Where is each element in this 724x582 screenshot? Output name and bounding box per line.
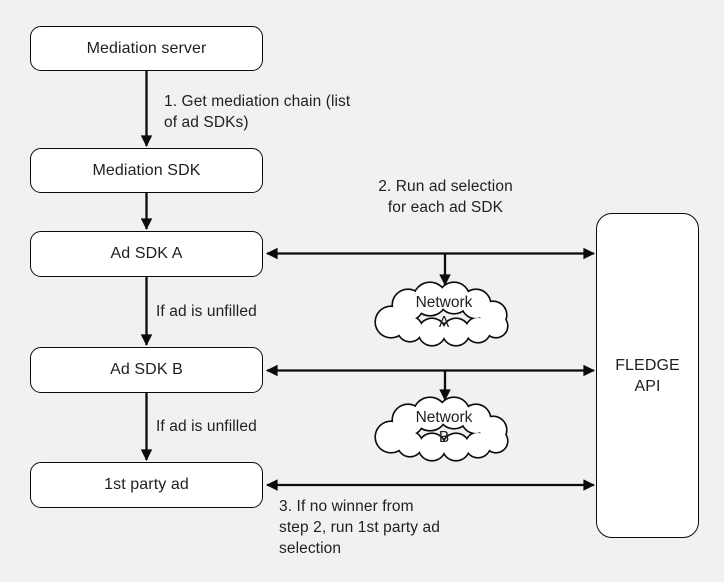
node-fledge-api-label-line1: FLEDGE (615, 356, 680, 374)
annotation-if-ad-unfilled-b: If ad is unfilled (156, 418, 257, 435)
annotation-step1-line2: of ad SDKs) (164, 114, 249, 131)
cloud-network-b-label-line1: Network (415, 409, 473, 426)
node-fledge-api: FLEDGE API (596, 213, 699, 538)
cloud-network-a-shape (374, 281, 509, 347)
cloud-network-b-label-line2: B (438, 429, 450, 446)
annotation-step3-line2: step 2, run 1st party ad (279, 519, 440, 536)
cloud-network-a-label: Network A (384, 293, 504, 333)
annotation-if-ad-unfilled-a: If ad is unfilled (156, 303, 257, 320)
cloud-network-b-shape (374, 396, 509, 462)
cloud-network-a-label-line1: Network (415, 294, 473, 311)
node-ad-sdk-a-label: Ad SDK A (110, 245, 183, 262)
node-mediation-server: Mediation server (30, 26, 263, 71)
node-ad-sdk-b: Ad SDK B (30, 347, 263, 393)
node-mediation-sdk: Mediation SDK (30, 148, 263, 193)
annotation-step3: 3. If no winner from step 2, run 1st par… (279, 496, 440, 559)
cloud-network-a-label-line2: A (438, 314, 450, 331)
node-fledge-api-label-line2: API (634, 377, 661, 395)
node-mediation-sdk-label: Mediation SDK (92, 161, 201, 179)
node-ad-sdk-b-label: Ad SDK B (110, 361, 183, 378)
annotation-step3-line3: selection (279, 540, 342, 557)
node-ad-sdk-a: Ad SDK A (30, 231, 263, 277)
annotation-step1: 1. Get mediation chain (list of ad SDKs) (164, 91, 350, 133)
annotation-step1-line1: 1. Get mediation chain (list (164, 93, 351, 110)
node-first-party-ad: 1st party ad (30, 462, 263, 508)
annotation-step2-line1: 2. Run ad selection (378, 178, 513, 195)
node-mediation-server-label: Mediation server (86, 39, 207, 57)
node-first-party-ad-label: 1st party ad (104, 476, 189, 493)
cloud-network-b-label: Network B (384, 408, 504, 448)
annotation-step3-line1: 3. If no winner from (279, 498, 414, 515)
annotation-step2: 2. Run ad selection for each ad SDK (358, 176, 533, 218)
annotation-step2-line2: for each ad SDK (387, 199, 504, 216)
